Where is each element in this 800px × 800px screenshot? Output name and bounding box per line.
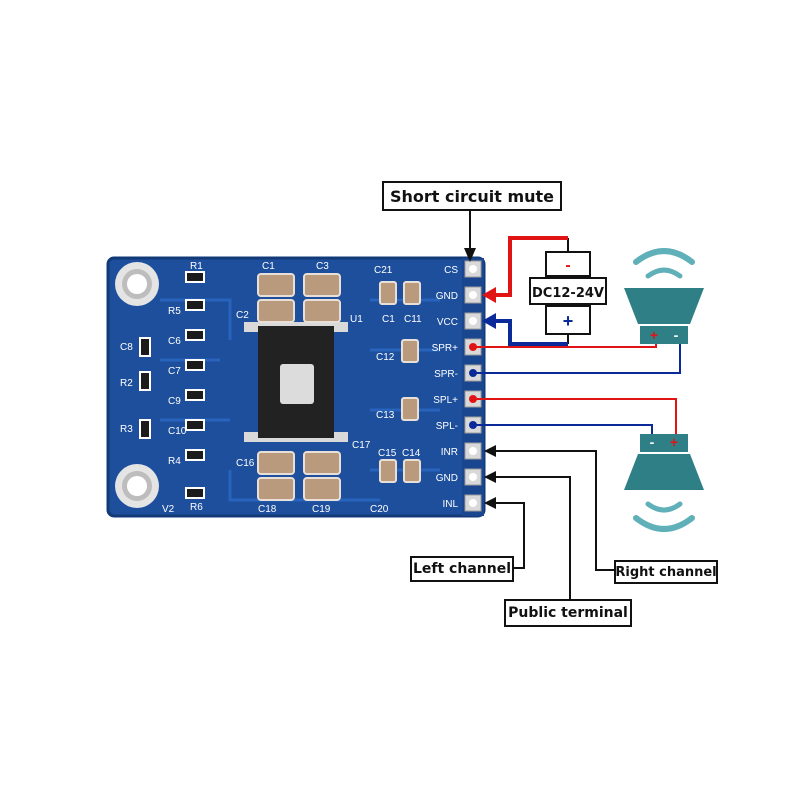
wire-dot-spr-minus	[469, 369, 477, 377]
silk-label: C13	[376, 410, 395, 421]
power-wire-positive	[494, 319, 568, 346]
silk-label: U1	[350, 314, 363, 325]
silk-label: R5	[168, 306, 181, 317]
power-voltage-label: DC12-24V	[532, 286, 604, 301]
wire-dot-spl-plus	[469, 395, 477, 403]
power-wire-negative-arrow	[482, 287, 496, 303]
silk-label: C16	[236, 458, 255, 469]
pin-label-spr-minus: SPR-	[434, 369, 458, 380]
pin-label-inr: INR	[441, 447, 458, 458]
silk-label: R3	[120, 424, 133, 435]
callout-leaders	[469, 210, 614, 604]
speaker-cone-icon	[624, 454, 704, 490]
speaker-right-plus: +	[650, 327, 658, 343]
silk-label: C14	[402, 448, 421, 459]
silk-label: C18	[258, 504, 277, 515]
callout-arrowheads	[464, 248, 496, 509]
silk-label: C1	[262, 261, 275, 272]
silk-label: C19	[312, 504, 331, 515]
smd-components	[139, 271, 205, 499]
mounting-hole-bottom	[115, 464, 159, 508]
power-wire-positive-arrow	[482, 313, 496, 329]
callout-left-channel: Left channel	[410, 556, 514, 582]
silk-label: C10	[168, 426, 187, 437]
callout-right-channel: Right channel	[614, 560, 718, 584]
wire-dot-spr-plus	[469, 343, 477, 351]
pin-label-spr-plus: SPR+	[432, 343, 459, 354]
silk-label: C11	[404, 314, 422, 325]
silk-label: C17	[352, 440, 371, 451]
wire-dot-spl-minus	[469, 421, 477, 429]
silk-label: C2	[236, 310, 249, 321]
power-minus-symbol: -	[565, 257, 570, 274]
silk-label: C20	[370, 504, 389, 515]
speaker-left: - +	[624, 434, 704, 532]
speaker-right: + -	[624, 248, 704, 344]
amplifier-chip	[244, 322, 348, 442]
pin-label-vcc: VCC	[437, 317, 458, 328]
callout-public-terminal: Public terminal	[504, 599, 632, 627]
silk-label: C15	[378, 448, 397, 459]
silk-label: C8	[120, 342, 133, 353]
speaker-left-plus: +	[670, 434, 678, 450]
power-plus-symbol: +	[563, 311, 574, 331]
speaker-cone-icon	[624, 288, 704, 324]
silk-label: C7	[168, 366, 181, 377]
silk-label: C3	[316, 261, 329, 272]
sound-wave-icon	[633, 515, 695, 532]
speaker-right-minus: -	[674, 327, 679, 343]
silk-label: C1	[382, 314, 395, 325]
power-supply-battery: - DC12-24V +	[529, 238, 607, 344]
silk-label: C9	[168, 396, 181, 407]
silk-label: C12	[376, 352, 395, 363]
silk-label: R1	[190, 261, 203, 272]
speaker-left-minus: -	[650, 434, 655, 450]
silk-label: R6	[190, 502, 203, 513]
silkscreen-labels: R1 C1 C3 C21 C2 C1 C11 C12 C13 C17 C16 C…	[120, 261, 422, 515]
silk-label: C21	[374, 265, 393, 276]
sound-wave-icon	[645, 267, 683, 279]
silk-label: V2	[162, 504, 175, 515]
power-wire-negative	[494, 236, 568, 297]
pin-label-cs: CS	[444, 265, 458, 276]
pin-label-spl-minus: SPL-	[436, 421, 458, 432]
sound-wave-icon	[645, 501, 683, 513]
silk-label: C6	[168, 336, 181, 347]
silk-label: R2	[120, 378, 133, 389]
callout-short-circuit-mute: Short circuit mute	[382, 181, 562, 211]
pin-label-spl-plus: SPL+	[433, 395, 458, 406]
pin-label-gnd-2: GND	[436, 473, 458, 484]
silk-label: R4	[168, 456, 181, 467]
capacitor-array	[257, 273, 421, 501]
left-speaker-wires	[473, 398, 677, 440]
pin-label-inl: INL	[442, 499, 458, 510]
mounting-hole-top	[115, 262, 159, 306]
sound-wave-icon	[633, 248, 695, 265]
pin-label-gnd: GND	[436, 291, 458, 302]
amplifier-board: R1 C1 C3 C21 C2 C1 C11 C12 C13 C17 C16 C…	[106, 256, 486, 518]
